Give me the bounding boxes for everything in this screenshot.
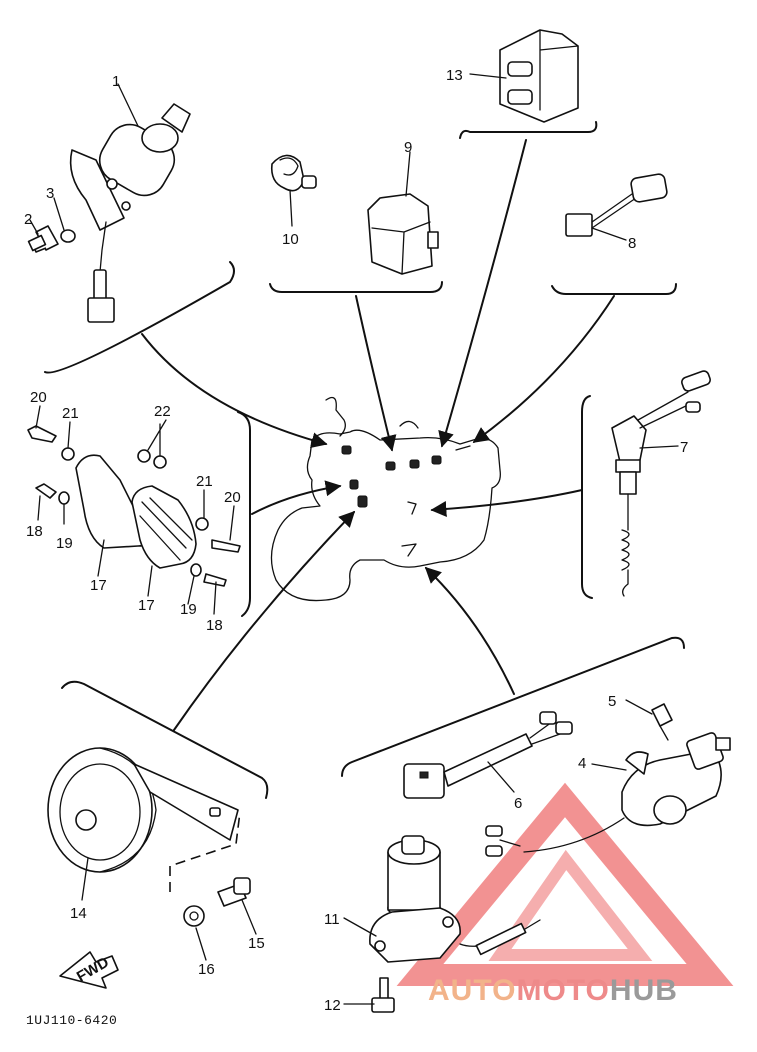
washer-icon xyxy=(60,229,76,243)
label-part-4: 4 xyxy=(578,755,586,772)
label-part-17-left: 17 xyxy=(90,577,107,594)
bracket-group-left xyxy=(237,411,251,617)
label-part-8: 8 xyxy=(628,235,636,252)
flasher-relay-icon xyxy=(367,193,439,275)
label-part-17-right: 17 xyxy=(138,597,155,614)
lead-wire-icon xyxy=(403,711,573,799)
bracket-group-lower-right xyxy=(341,636,685,777)
label-part-19-right: 19 xyxy=(180,601,197,618)
nut-icon xyxy=(58,447,209,577)
part-number-labels: 1 2 3 4 5 6 7 8 9 10 11 12 13 14 15 16 1… xyxy=(24,67,688,1014)
label-part-10: 10 xyxy=(282,231,299,248)
label-part-11: 11 xyxy=(324,911,340,928)
leader-lines xyxy=(29,73,679,1005)
label-part-6: 6 xyxy=(514,795,522,812)
drawing-code: 1UJ110-6420 xyxy=(26,1013,117,1028)
bleeder-bolt-icon xyxy=(651,703,673,741)
bracket-group-horn xyxy=(61,680,269,799)
watermark-moto: MOTO xyxy=(516,974,609,1007)
label-part-5: 5 xyxy=(608,693,616,710)
horn-icon xyxy=(47,747,239,873)
watermark-hub: HUB xyxy=(610,974,678,1007)
watermark-auto: AUTO xyxy=(428,974,516,1007)
bracket-group-9 xyxy=(269,281,443,293)
bracket-group-1 xyxy=(44,261,235,374)
label-part-7: 7 xyxy=(680,439,688,456)
bracket-group-13 xyxy=(459,121,598,139)
label-part-2: 2 xyxy=(24,211,32,228)
bracket-group-8 xyxy=(551,283,677,295)
label-part-1: 1 xyxy=(112,73,120,90)
label-part-16: 16 xyxy=(198,961,215,978)
sender-unit-icon xyxy=(369,835,541,963)
horn-nut-icon xyxy=(183,905,205,927)
fwd-arrow-icon: FWD xyxy=(59,951,119,989)
label-part-20-left: 20 xyxy=(30,389,47,406)
label-part-19-left: 19 xyxy=(56,535,73,552)
label-part-18-left: 18 xyxy=(26,523,43,540)
connection-arrows xyxy=(141,139,615,731)
label-part-9: 9 xyxy=(404,139,412,156)
label-part-15: 15 xyxy=(248,935,265,952)
brake-switch-icon xyxy=(485,732,731,857)
stop-switch-icon xyxy=(611,370,711,597)
label-part-12: 12 xyxy=(324,997,341,1014)
label-part-20-right: 20 xyxy=(224,489,241,506)
label-part-18-right: 18 xyxy=(206,617,223,634)
watermark-logo-icon xyxy=(396,782,734,986)
label-part-21-left: 21 xyxy=(62,405,79,422)
sender-bolt-icon xyxy=(371,977,395,1013)
main-switch-icon xyxy=(69,103,191,323)
connector-icon xyxy=(565,173,668,237)
frame-body xyxy=(270,396,501,602)
label-part-13: 13 xyxy=(446,67,463,84)
relay-icon xyxy=(499,29,579,123)
reflector-icon xyxy=(75,454,197,569)
watermark-text: AUTOMOTOHUB xyxy=(428,974,678,1007)
label-part-21-right: 21 xyxy=(196,473,213,490)
screw-icon xyxy=(27,425,241,587)
label-part-22: 22 xyxy=(154,403,171,420)
bracket-group-7 xyxy=(581,395,593,599)
horn-bolt-icon xyxy=(217,877,251,907)
label-part-14: 14 xyxy=(70,905,87,922)
bolt-icon xyxy=(27,225,59,253)
clamp-icon xyxy=(270,154,317,192)
label-part-3: 3 xyxy=(46,185,54,202)
